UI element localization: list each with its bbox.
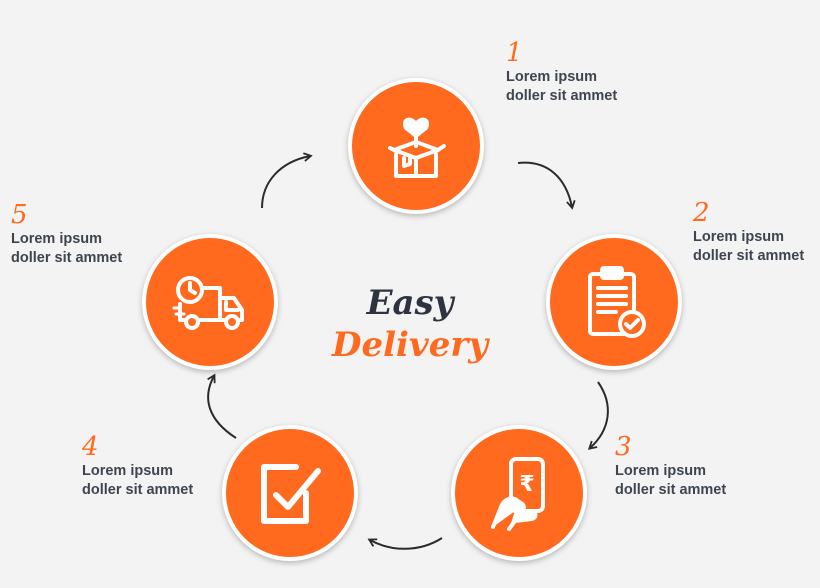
step-2-circle: [546, 234, 682, 370]
title-easy: Easy: [366, 283, 454, 323]
svg-text:₹: ₹: [519, 472, 534, 497]
step-1-circle: [348, 78, 484, 214]
step-5-circle: [142, 234, 278, 370]
title-delivery: Delivery: [331, 325, 488, 365]
delivery-truck-icon: [172, 276, 244, 330]
step-2-label: 2 Lorem ipsum doller sit ammet: [693, 198, 805, 264]
clipboard-check-icon: [588, 266, 646, 338]
step-4-circle: [222, 425, 358, 561]
arrow-2-to-3: [587, 381, 609, 450]
checkbox-icon: [261, 464, 321, 524]
arrow-5-to-1: [261, 152, 313, 209]
step-3-number: 3: [615, 432, 632, 462]
step-4-number: 4: [82, 432, 99, 462]
step-2-number: 2: [693, 198, 710, 228]
center-title: Easy Delivery: [330, 282, 490, 366]
arrow-4-to-5: [207, 373, 237, 439]
step-4-label: 4 Lorem ipsum doller sit ammet: [82, 432, 194, 498]
step-1-number: 1: [506, 38, 523, 68]
step-1-label: 1 Lorem ipsum doller sit ammet: [506, 38, 618, 104]
step-5-number: 5: [11, 200, 28, 230]
step-3-circle: ₹: [451, 425, 587, 561]
mobile-payment-icon: ₹: [491, 457, 545, 531]
arrow-3-to-4: [367, 537, 443, 550]
step-5-label: 5 Lorem ipsum doller sit ammet: [11, 200, 123, 266]
gift-box-icon: [388, 117, 446, 178]
step-3-label: 3 Lorem ipsum doller sit ammet: [615, 432, 727, 498]
arrow-1-to-2: [517, 161, 576, 210]
